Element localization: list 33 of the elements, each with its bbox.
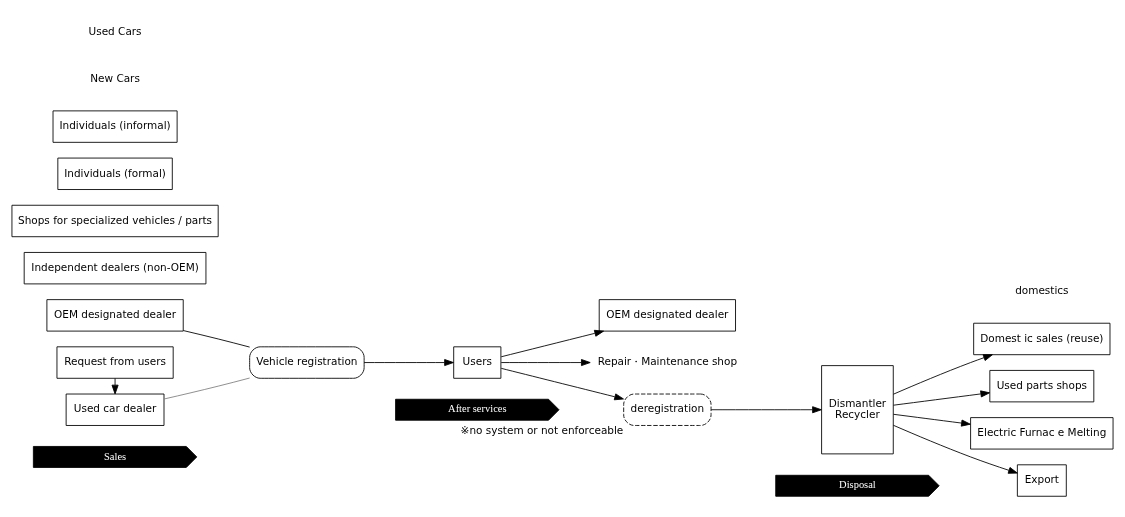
node-box: Electric Furnac e Melting: [970, 416, 1114, 449]
arrow: [500, 358, 591, 366]
label: domestics: [1015, 283, 1069, 296]
node-box: OEM designated dealer: [46, 298, 184, 332]
node-box: Vehicle registration: [249, 345, 365, 379]
node-label: ※no system or not enforceable: [460, 423, 624, 436]
node-box: Individuals (formal): [57, 157, 173, 190]
label: Used Cars: [88, 24, 142, 37]
arrow: [111, 377, 119, 394]
node-box: Shops for specialized vehicles / parts: [11, 204, 219, 237]
node-box: Users: [453, 345, 502, 379]
node-box: Individuals (informal): [52, 109, 178, 143]
node-box: OEM designated dealer: [598, 298, 736, 332]
node-box: Independent dealers (non-OEM): [23, 251, 207, 284]
connector: [182, 329, 251, 348]
arrow: [500, 329, 604, 357]
arrow: [893, 389, 991, 406]
node-text: Repair・Maintenance shop: [597, 354, 738, 367]
arrow: [893, 353, 993, 395]
node-box: Used car dealer: [65, 393, 165, 426]
arrow: [363, 358, 454, 366]
node-box: Used parts shops: [989, 369, 1095, 402]
arrow: [710, 405, 822, 413]
arrow: [500, 367, 624, 400]
node-box: Export: [1016, 463, 1067, 497]
node-box: Request from users: [56, 345, 174, 379]
node-box: deregistration: [623, 393, 712, 426]
label: New Cars: [90, 71, 140, 84]
arrow: [893, 424, 1018, 474]
connector: [163, 377, 251, 399]
node-box: Domest ic sales (reuse): [973, 322, 1111, 355]
node-box: Dismantler Recycler: [821, 364, 894, 454]
arrow: [893, 413, 971, 427]
